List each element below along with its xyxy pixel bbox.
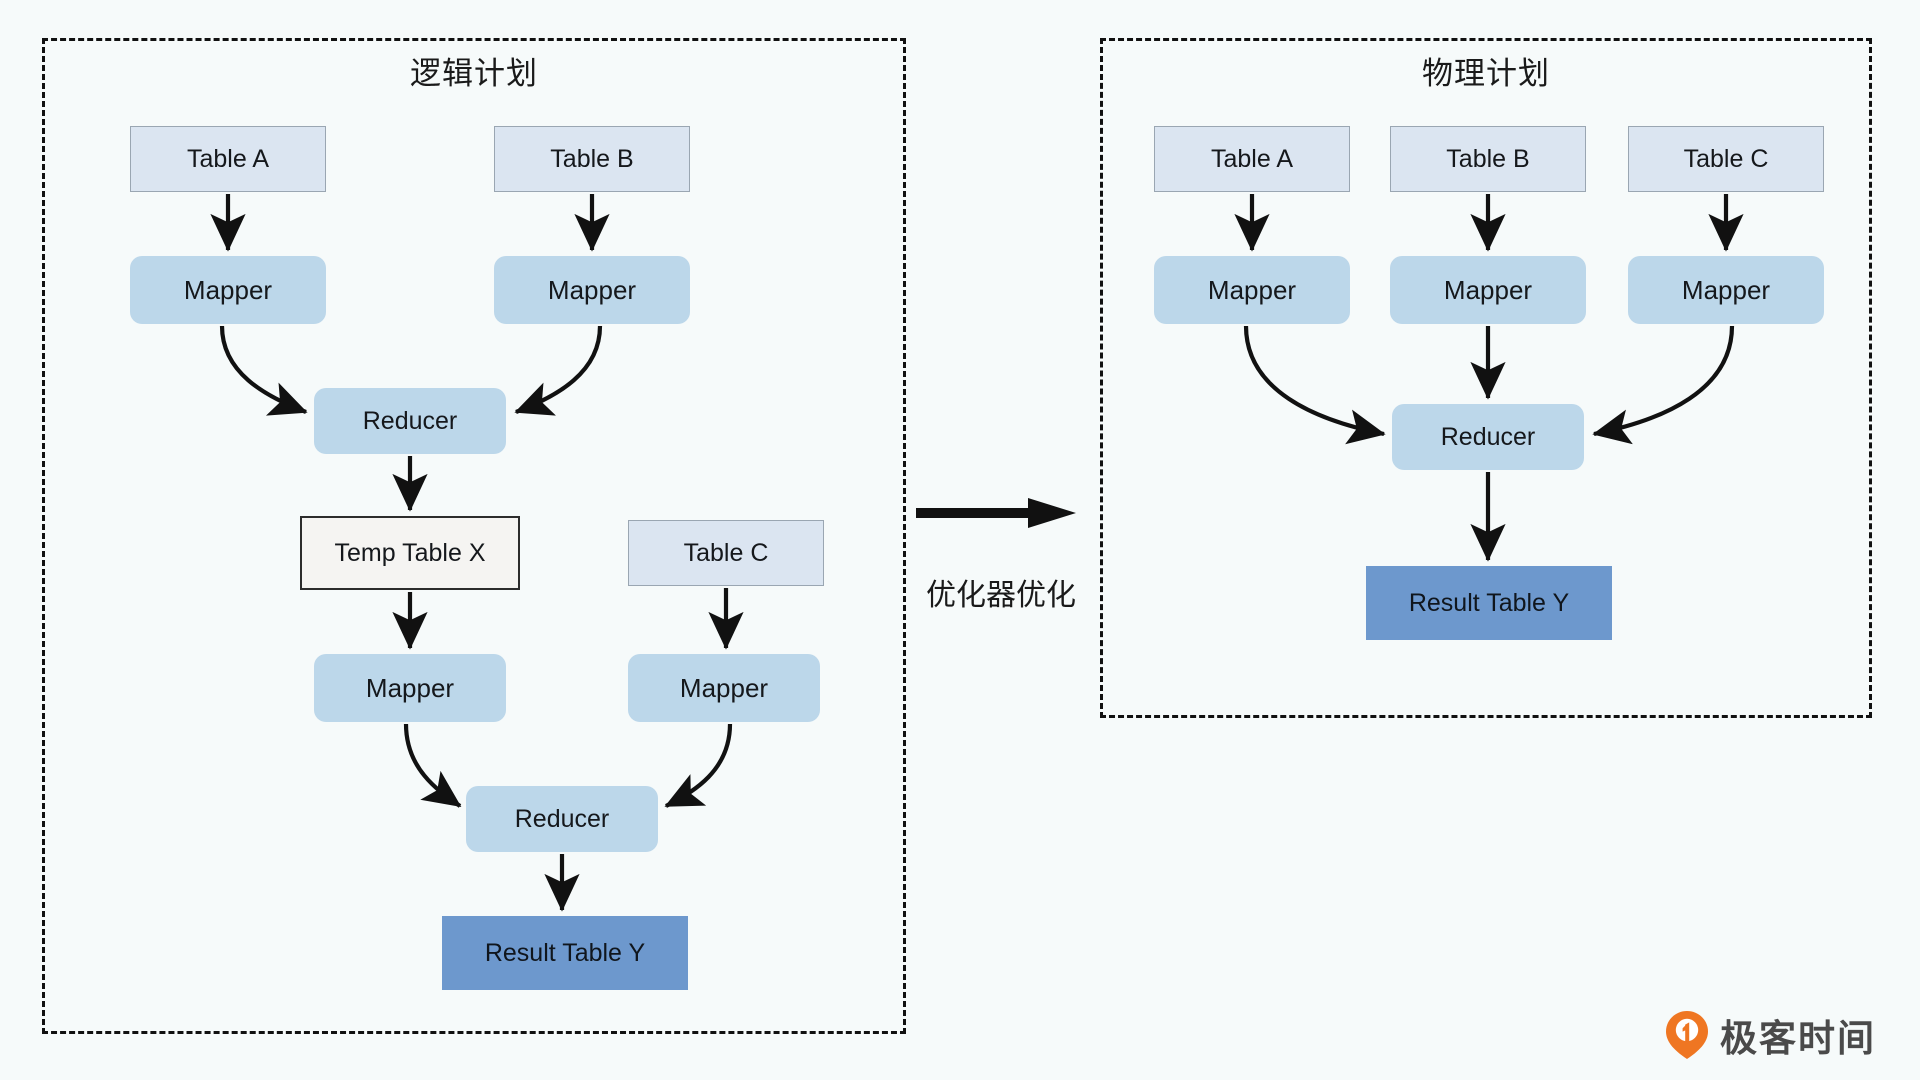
node-l-mapper-4: Mapper <box>628 654 820 722</box>
node-label: Mapper <box>1207 274 1297 305</box>
node-p-mapper-1: Mapper <box>1154 256 1350 324</box>
geektime-logo-icon <box>1666 1011 1708 1059</box>
node-label: Table B <box>1446 144 1530 173</box>
node-l-table-a: Table A <box>130 126 326 192</box>
node-l-mapper-2: Mapper <box>494 256 690 324</box>
node-l-mapper-3: Mapper <box>314 654 506 722</box>
panel-logical-plan <box>42 38 906 1034</box>
node-label: Mapper <box>679 672 769 703</box>
brand-name: 极客时间 <box>1720 1018 1876 1059</box>
node-p-mapper-3: Mapper <box>1628 256 1824 324</box>
node-label: Mapper <box>1681 274 1771 305</box>
node-label: Mapper <box>1443 274 1533 305</box>
node-label: Temp Table X <box>334 538 486 567</box>
node-label: Table C <box>1683 144 1769 173</box>
node-l-result-y: Result Table Y <box>442 916 688 990</box>
node-label: Result Table Y <box>1408 588 1570 617</box>
right-arrow-icon <box>916 498 1076 528</box>
node-label: Reducer <box>362 406 458 435</box>
node-label: Mapper <box>183 274 273 305</box>
node-label: Table B <box>550 144 634 173</box>
node-label: Table C <box>683 538 769 567</box>
node-label: Table A <box>1210 144 1293 173</box>
node-label: Reducer <box>514 804 610 833</box>
brand-logo: 极客时间 <box>1664 1008 1876 1062</box>
node-p-table-b: Table B <box>1390 126 1586 192</box>
node-label: Table A <box>186 144 269 173</box>
node-p-result-y: Result Table Y <box>1366 566 1612 640</box>
node-label: Mapper <box>365 672 455 703</box>
panel-physical-plan <box>1100 38 1872 718</box>
node-p-reducer: Reducer <box>1392 404 1584 470</box>
node-l-table-b: Table B <box>494 126 690 192</box>
node-p-mapper-2: Mapper <box>1390 256 1586 324</box>
node-l-reducer-2: Reducer <box>466 786 658 852</box>
node-l-table-c: Table C <box>628 520 824 586</box>
transform-label: 优化器优化 <box>926 579 1076 612</box>
node-label: Mapper <box>547 274 637 305</box>
node-l-reducer-1: Reducer <box>314 388 506 454</box>
panel-logical-title: 逻辑计划 <box>410 56 538 91</box>
node-label: Reducer <box>1440 422 1536 451</box>
panel-physical-title: 物理计划 <box>1422 56 1550 91</box>
node-p-table-a: Table A <box>1154 126 1350 192</box>
node-label: Result Table Y <box>484 938 646 967</box>
node-l-mapper-1: Mapper <box>130 256 326 324</box>
node-l-temp-x: Temp Table X <box>300 516 520 590</box>
node-p-table-c: Table C <box>1628 126 1824 192</box>
